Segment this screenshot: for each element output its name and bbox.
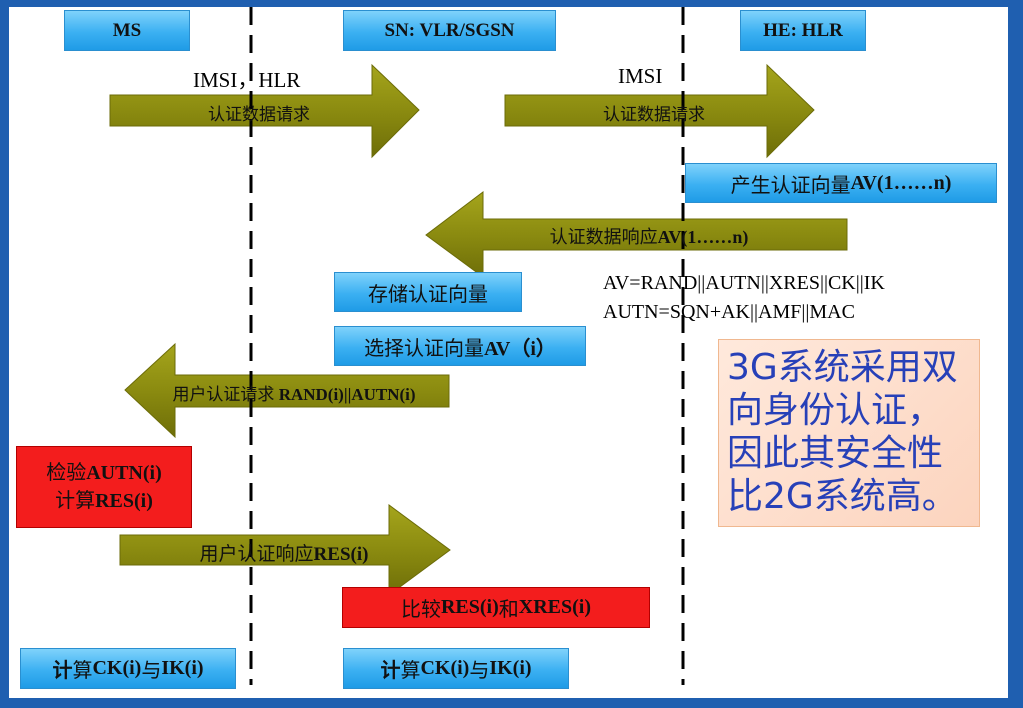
arrow-label-user-response-bold: RES(i) [313, 544, 369, 565]
arrow-label-user-request-bold: RAND(i)||AUTN(i) [278, 385, 416, 404]
box-verify-bold: AUTN(i) [86, 462, 162, 484]
box-compare-bold-res: RES(i) [440, 596, 499, 618]
arrow-he-to-sn [425, 190, 848, 278]
label-imsi-hlr: IMSI，HLR [193, 68, 301, 92]
arrow-label-request-1: 认证数据请求 [208, 105, 310, 124]
arrow-label-user-response-text: 用户认证响应 [199, 544, 314, 565]
box-generate-av-bold: AV(1……n) [850, 171, 952, 194]
note-av-formula: AV=RAND||AUTN||XRES||CK||IK [603, 272, 885, 294]
header-he: HE: HLR [740, 10, 866, 51]
arrow-label-response: 认证数据响应AV(1……n) [469, 223, 829, 249]
box-ck-sn-part4: 与 [469, 660, 490, 682]
callout-line-1: 3G系统采用双 [727, 347, 958, 388]
box-ck-ms-part2: 算 [72, 660, 93, 682]
header-ms: MS [64, 10, 190, 51]
header-he-label: HE: HLR [763, 19, 843, 41]
callout-security-note: 3G系统采用双 向身份认证， 因此其安全性 比2G系统高。 [718, 339, 980, 527]
box-ck-ms-part1: 计 [52, 660, 73, 682]
arrow-ms-to-sn [109, 63, 420, 159]
callout-line-4: 比2G系统高。 [727, 476, 958, 517]
box-compare-text: 比较 [400, 599, 441, 621]
box-select-av-bold: AV（i） [484, 337, 556, 360]
box-store-av: 存储认证向量 [334, 272, 522, 312]
box-generate-av-text: 产生认证向量 [730, 174, 851, 197]
box-ck-sn-part1: 计 [380, 660, 401, 682]
header-sn-label: SN: VLR/SGSN [384, 19, 515, 41]
callout-line-3: 因此其安全性 [727, 433, 944, 474]
arrow-sn-to-ms [124, 342, 450, 439]
box-store-av-text: 存储认证向量 [368, 283, 488, 306]
box-select-av-text: 选择认证向量 [364, 337, 485, 360]
note-autn-formula: AUTN=SQN+AK||AMF||MAC [603, 301, 855, 323]
arrow-label-user-request: 用户认证请求 RAND(i)||AUTN(i) [149, 380, 439, 405]
arrow-label-response-bold: AV(1……n) [657, 227, 749, 247]
box-ck-ms-part5: IK(i) [161, 657, 204, 679]
arrow-label-request-2: 认证数据请求 [603, 105, 705, 124]
box-calc-res-text: 计算 [55, 490, 96, 512]
box-ck-sn-part2: 算 [400, 660, 421, 682]
arrow-ms-to-sn-response [119, 504, 451, 596]
arrow-sn-to-he [504, 63, 815, 159]
callout-line-2: 向身份认证， [727, 390, 944, 431]
box-ck-ms-part3: CK(i) [92, 657, 142, 679]
box-compare-mid: 和 [498, 599, 519, 621]
box-calc-res-bold: RES(i) [95, 490, 153, 512]
diagram-graphics [109, 7, 848, 685]
header-sn: SN: VLR/SGSN [343, 10, 556, 51]
box-ck-sn-part5: IK(i) [489, 657, 532, 679]
box-verify-text: 检验 [46, 462, 87, 484]
label-imsi: IMSI [618, 64, 663, 88]
slide-canvas: MS SN: VLR/SGSN HE: HLR IMSI，HLR IMSI 认证… [9, 7, 1008, 698]
box-compare-bold-xres: XRES(i) [518, 596, 592, 618]
arrow-label-user-response: 用户认证响应RES(i) [159, 539, 409, 566]
box-calc-res-line: 计算RES(i) [55, 487, 153, 515]
box-verify-line1: 检验AUTN(i) [46, 459, 162, 487]
arrow-label-user-request-text: 用户认证请求 [172, 385, 275, 404]
box-verify-autn: 检验AUTN(i) 计算RES(i) [16, 446, 192, 528]
header-ms-label: MS [112, 19, 142, 41]
box-ck-sn-part3: CK(i) [420, 657, 470, 679]
arrow-label-response-text: 认证数据响应 [549, 227, 658, 247]
box-ck-ms-part4: 与 [141, 660, 162, 682]
